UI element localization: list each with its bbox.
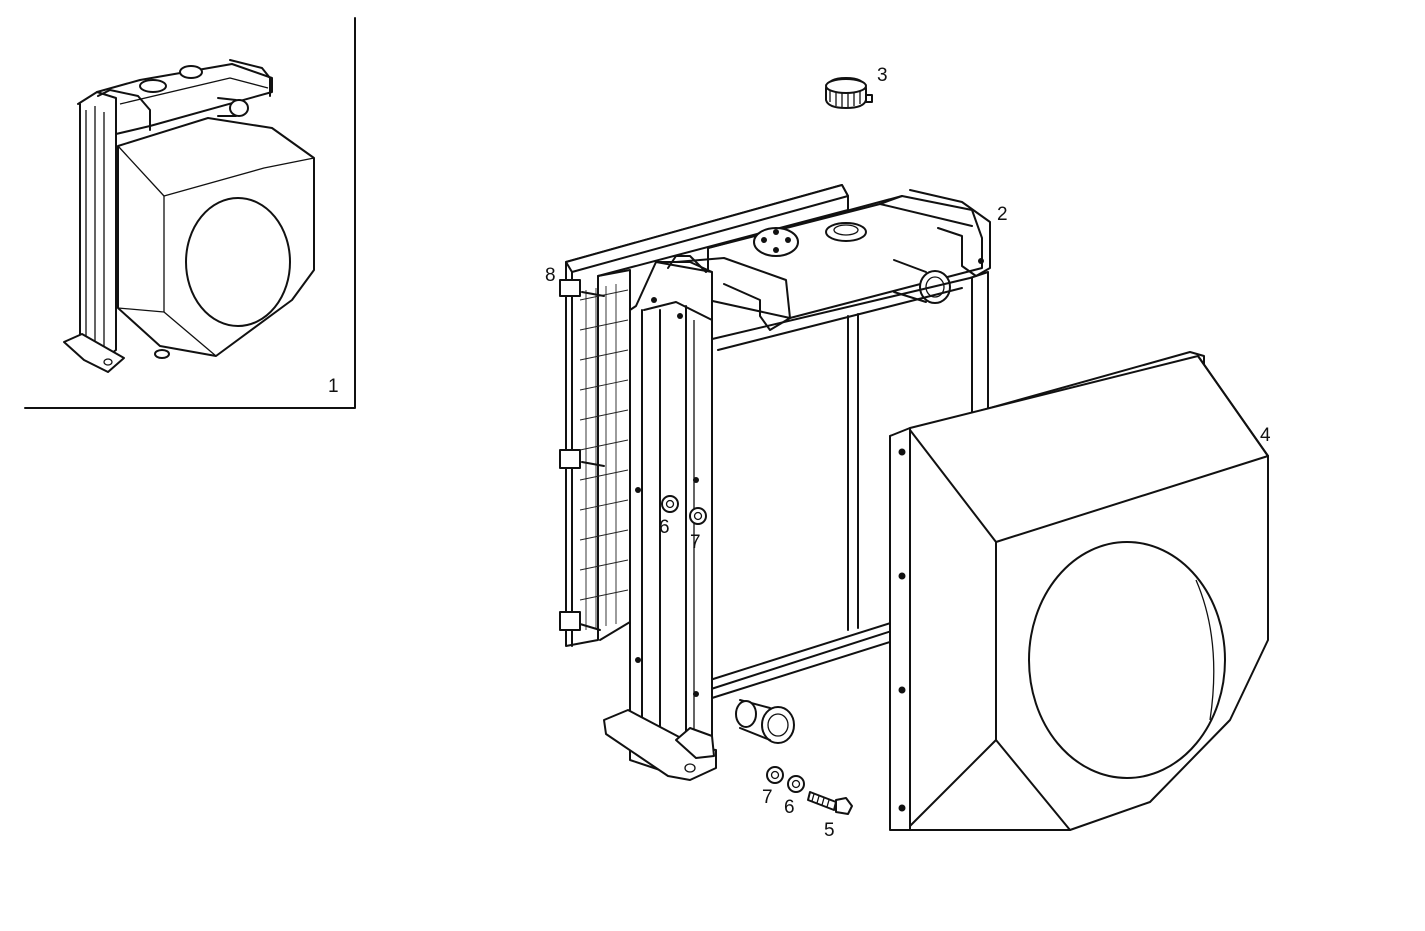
upper-washer	[661, 495, 679, 513]
callout-radiator: 2	[997, 204, 1008, 225]
callouts: 2 3 4 5 6 7 6 7 8	[545, 65, 1271, 841]
callout-bolt: 5	[824, 820, 835, 841]
inset-frame	[24, 17, 356, 409]
fan-shroud	[889, 351, 1269, 831]
cap-flange	[753, 227, 799, 257]
callout-nut-upper: 7	[690, 532, 701, 553]
callout-screen: 8	[545, 265, 556, 286]
inset-fan-opening	[185, 197, 291, 327]
callout-filler-cap: 3	[877, 65, 888, 86]
bolt	[807, 791, 853, 815]
callout-washer-lower: 6	[784, 797, 795, 818]
lower-hose-outlet	[761, 706, 795, 744]
assembled-view-inset: 1	[24, 17, 356, 409]
filler-cap	[825, 77, 873, 109]
lower-nut	[766, 766, 784, 784]
screen-mesh	[579, 284, 629, 630]
callout-nut-lower: 7	[762, 787, 773, 808]
filler-neck	[825, 222, 867, 242]
lower-washer	[787, 775, 805, 793]
callout-washer-upper: 6	[659, 517, 670, 538]
upper-nut	[689, 507, 707, 525]
inset-radiator	[63, 59, 315, 373]
lower-hardware	[766, 766, 853, 815]
radiator-core	[603, 189, 991, 781]
fan-opening	[1028, 541, 1226, 779]
callout-fan-shroud: 4	[1260, 425, 1271, 446]
inset-label: 1	[328, 376, 339, 397]
